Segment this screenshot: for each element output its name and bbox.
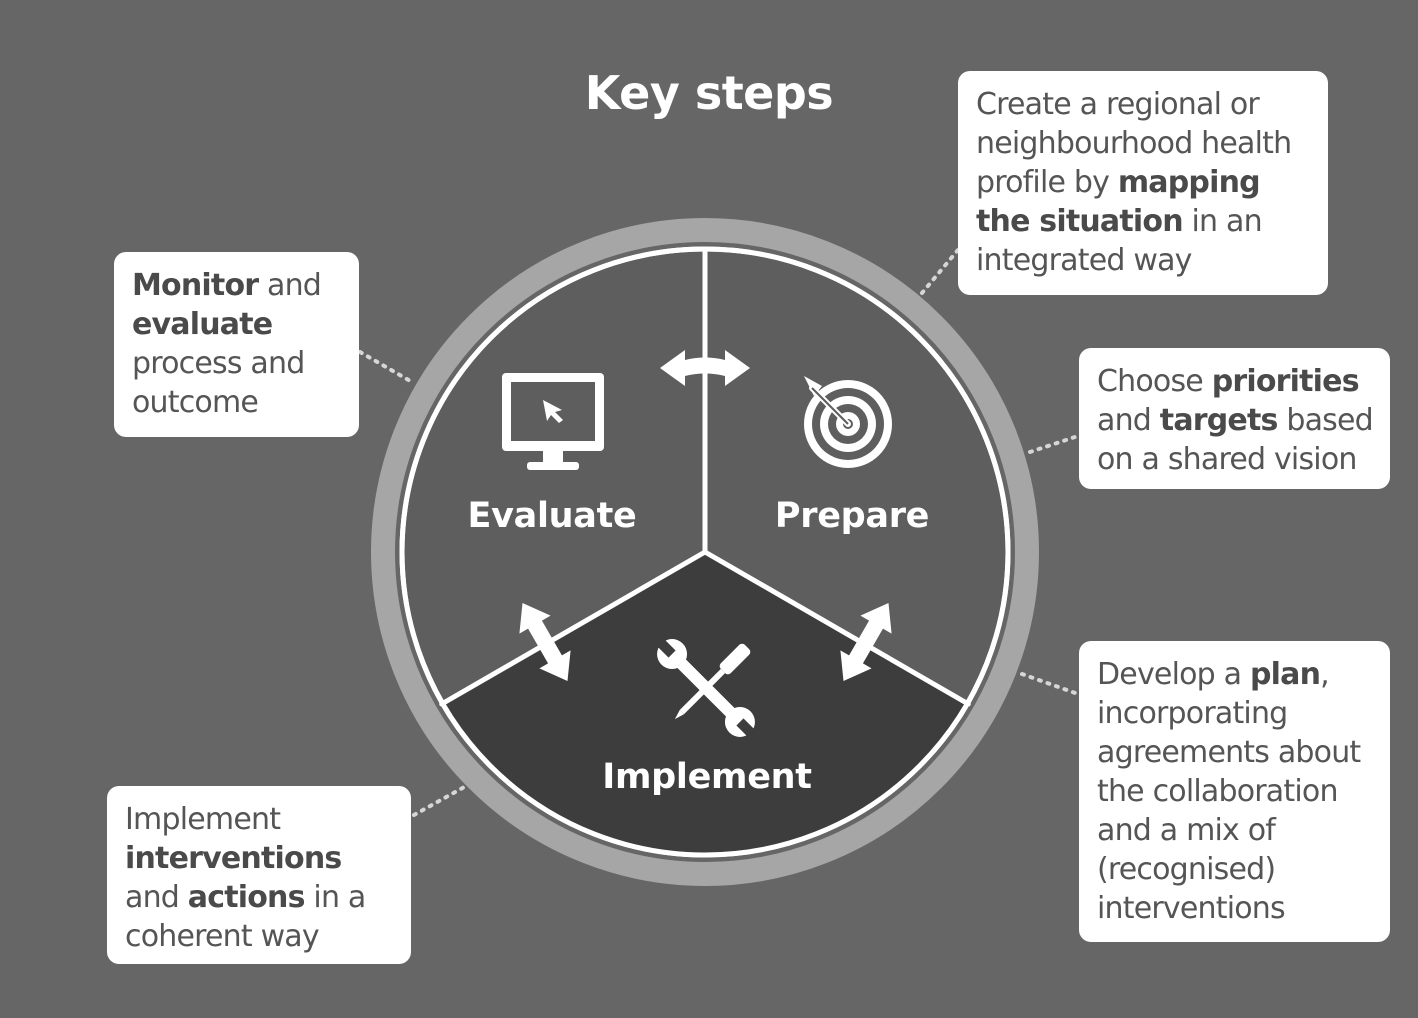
card-text-bold: interventions [125,841,342,876]
card-line: evaluate [132,305,343,344]
card-line: on a shared vision [1097,440,1374,479]
card-line: and targets based [1097,401,1374,440]
card-text: in an [1182,204,1263,239]
card-text: agreements about [1097,735,1361,770]
card-text: integrated way [976,243,1192,278]
tools-icon [654,636,758,740]
card-text: Choose [1097,364,1212,399]
card-text-bold: mapping [1117,165,1261,200]
card-health-profile: Create a regional or neighbourhood health… [958,71,1328,295]
card-text-bold: plan [1249,657,1321,692]
connector-monitor [358,350,414,384]
card-text: the collaboration [1097,774,1338,809]
double-arrow-icon [519,603,571,681]
card-line: Implement [125,800,395,839]
card-text: and [1097,403,1160,438]
card-text: outcome [132,385,259,420]
connector-priorities [1028,434,1080,454]
card-text: Develop a [1097,657,1250,692]
card-text: profile by [976,165,1118,200]
connector-profile [920,248,960,295]
double-arrow-icon [840,603,892,681]
segment-label-prepare: Prepare [774,496,930,536]
card-text: neighbourhood health [976,126,1292,161]
card-line: neighbourhood health [976,124,1312,163]
card-text-bold: evaluate [132,307,273,342]
card-line: process and [132,344,343,383]
card-text: and [125,880,188,915]
connector-plan [1020,672,1080,696]
card-line: interventions [1097,889,1374,928]
card-text: interventions [1097,891,1286,926]
diagram-title: Key steps [584,66,834,120]
segment-label-implement: Implement [602,757,812,797]
card-text: on a shared vision [1097,442,1357,477]
target-dart-icon [804,376,892,468]
card-line: agreements about [1097,733,1374,772]
card-text: incorporating [1097,696,1288,731]
card-line: Monitor and [132,266,343,305]
card-line: integrated way [976,241,1312,280]
card-text: in a [304,880,366,915]
card-line: the collaboration [1097,772,1374,811]
outer-ring [371,218,1039,886]
monitor-cursor-icon [502,373,604,470]
segment-label-evaluate: Evaluate [467,496,637,536]
double-arrow-icon [660,350,750,386]
card-text-bold: priorities [1211,364,1360,399]
card-line: Choose priorities [1097,362,1374,401]
card-text: and [258,268,322,303]
card-line: (recognised) [1097,850,1374,889]
card-line: coherent way [125,917,395,956]
card-line: and a mix of [1097,811,1374,850]
card-text: Create a regional or [976,87,1260,122]
card-line: Create a regional or [976,85,1312,124]
card-line: the situation in an [976,202,1312,241]
card-text: process and [132,346,305,381]
card-text-bold: Monitor [132,268,259,303]
card-text-bold: the situation [976,204,1184,239]
segment-dividers [439,246,971,707]
card-text: coherent way [125,919,320,954]
card-text-bold: actions [187,880,306,915]
card-text: and a mix of [1097,813,1276,848]
card-line: profile by mapping [976,163,1312,202]
card-text: based [1277,403,1373,438]
card-text: (recognised) [1097,852,1276,887]
card-line: outcome [132,383,343,422]
card-line: interventions [125,839,395,878]
card-line: Develop a plan, [1097,655,1374,694]
connector-lines [358,248,1080,817]
card-line: incorporating [1097,694,1374,733]
card-line: and actions in a [125,878,395,917]
connector-implement [412,784,468,817]
card-text: Implement [125,802,281,837]
card-text: , [1320,657,1330,692]
card-text-bold: targets [1159,403,1279,438]
